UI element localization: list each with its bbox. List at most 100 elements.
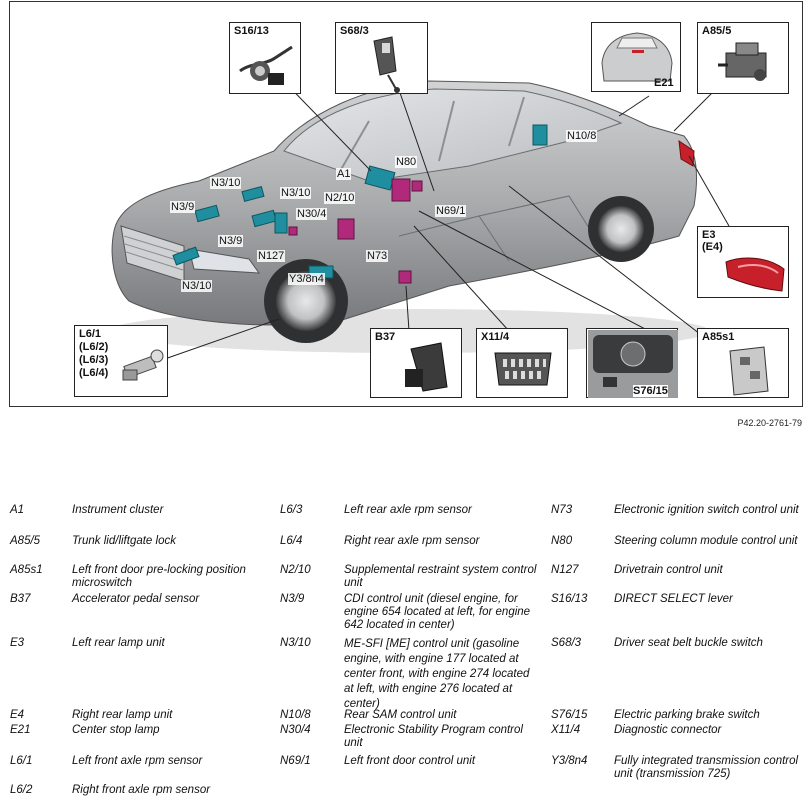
label-y3-8n4: Y3/8n4 <box>288 273 325 285</box>
legend-code: N3/10 <box>280 637 311 649</box>
legend-desc: Drivetrain control unit <box>614 564 723 576</box>
callout-x11-4: X11/4 <box>476 328 568 398</box>
callout-e3-e4: E3 (E4) <box>697 226 789 298</box>
rear-view-car-icon <box>601 32 673 82</box>
grille-slats <box>123 235 184 271</box>
legend-desc: Right rear lamp unit <box>72 709 173 721</box>
callout-label: X11/4 <box>481 331 510 343</box>
legend-code: S68/3 <box>551 637 582 649</box>
callout-label: A85s1 <box>702 331 735 343</box>
legend-code: E21 <box>10 724 31 736</box>
legend-desc: Electric parking brake switch <box>614 709 760 721</box>
legend-desc: Driver seat belt buckle switch <box>614 637 763 649</box>
callout-l6: L6/1 (L6/2) (L6/3) (L6/4) <box>74 325 168 397</box>
legend-code: N80 <box>551 535 573 547</box>
legend-desc: Left rear axle rpm sensor <box>344 504 472 516</box>
leader-lines <box>158 60 735 362</box>
label-n3-10-low: N3/10 <box>181 280 213 292</box>
label-n73: N73 <box>366 250 389 262</box>
teal-modules <box>172 124 548 279</box>
legend-code: B37 <box>10 593 31 605</box>
legend-desc: Right front axle rpm sensor <box>72 784 211 796</box>
legend-desc: Electronic Stability Program control uni… <box>344 724 523 749</box>
door-lines <box>398 195 595 262</box>
legend-desc: DIRECT SELECT lever <box>614 593 733 605</box>
label-a1: A1 <box>336 168 352 180</box>
window-pillars <box>338 96 525 174</box>
accelerator-pedal-icon <box>405 342 448 392</box>
legend-desc: Supplemental restraint system control un… <box>344 564 537 589</box>
car-glass <box>283 88 623 182</box>
tail-lamp-icon <box>725 257 785 292</box>
callout-label: S68/3 <box>340 25 369 37</box>
callout-label-l6-4: (L6/4) <box>79 367 109 379</box>
legend-desc: Center stop lamp <box>72 724 160 736</box>
legend-desc: Steering column module control unit <box>614 535 798 547</box>
legend-code: E4 <box>10 709 25 721</box>
callout-label: A85/5 <box>702 25 732 37</box>
legend-code: A85s1 <box>10 564 43 576</box>
legend-code: N69/1 <box>280 755 311 767</box>
callout-label: S76/15 <box>633 385 668 397</box>
legend-code: N2/10 <box>280 564 311 576</box>
legend-code: L6/4 <box>280 535 303 547</box>
label-n3-10-top: N3/10 <box>210 177 242 189</box>
legend-desc: Left front axle rpm sensor <box>72 755 203 767</box>
legend-desc: Left front door pre-locking position mic… <box>72 564 246 589</box>
trunk-lock-icon <box>718 42 767 81</box>
legend-desc: Left rear lamp unit <box>72 637 165 649</box>
callout-s76-15: S76/15 <box>586 328 678 398</box>
legend-code: L6/2 <box>10 784 33 796</box>
label-n2-10: N2/10 <box>324 192 356 204</box>
legend-code: L6/3 <box>280 504 303 516</box>
legend-code: L6/1 <box>10 755 33 767</box>
legend-desc: Right rear axle rpm sensor <box>344 535 480 547</box>
callout-label: B37 <box>375 331 396 343</box>
label-n127: N127 <box>257 250 286 262</box>
legend-desc: Rear SAM control unit <box>344 709 457 721</box>
legend-code: X11/4 <box>551 724 581 736</box>
rear-rim <box>598 206 644 252</box>
label-n80: N80 <box>395 156 418 168</box>
figure-reference-id: P42.20-2761-79 <box>737 418 802 428</box>
legend-code: A1 <box>10 504 25 516</box>
legend-code: N10/8 <box>280 709 311 721</box>
legend-code: A85/5 <box>10 535 41 547</box>
callout-a85s1: A85s1 <box>697 328 789 398</box>
callout-label: E21 <box>654 77 674 89</box>
label-n69-1: N69/1 <box>435 205 467 217</box>
label-n3-10-mid: N3/10 <box>280 187 312 199</box>
callout-label-l6-1: L6/1 <box>79 328 102 340</box>
legend-code: S76/15 <box>551 709 588 721</box>
label-n30-4: N30/4 <box>296 208 328 220</box>
callout-label-e4: (E4) <box>702 241 723 253</box>
shift-lever-icon <box>239 45 293 85</box>
legend-desc: Electronic ignition switch control unit <box>614 504 799 516</box>
callout-s16-13: S16/13 <box>229 22 301 94</box>
label-n3-9-low: N3/9 <box>218 235 244 247</box>
legend-desc: ME-SFI [ME] control unit (gasoline engin… <box>344 638 530 710</box>
legend-code: S16/13 <box>551 593 588 605</box>
legend-code: N30/4 <box>280 724 311 736</box>
magenta-modules <box>288 178 423 284</box>
front-rim <box>276 271 336 331</box>
callout-label-l6-3: (L6/3) <box>79 354 109 366</box>
label-n3-9-left: N3/9 <box>170 201 196 213</box>
callout-label: S16/13 <box>234 25 269 37</box>
callout-a85-5: A85/5 <box>697 22 789 94</box>
legend-desc: Left front door control unit <box>344 755 476 767</box>
diagnostic-connector-icon <box>494 352 552 386</box>
car-tail-lamp <box>678 139 695 167</box>
legend-code: N73 <box>551 504 573 516</box>
legend-desc: Fully integrated transmission control un… <box>614 755 799 780</box>
callout-s68-3: S68/3 <box>335 22 428 94</box>
legend-desc: Accelerator pedal sensor <box>72 593 200 605</box>
callout-label-e3: E3 <box>702 229 716 241</box>
legend-code: E3 <box>10 637 25 649</box>
seat-belt-buckle-icon <box>373 36 400 93</box>
door-lock-switch-icon <box>729 346 769 396</box>
legend-code: Y3/8n4 <box>551 755 588 767</box>
headlight <box>188 248 261 274</box>
legend-desc: Trunk lid/liftgate lock <box>72 535 176 547</box>
callout-b37: B37 <box>370 328 462 398</box>
